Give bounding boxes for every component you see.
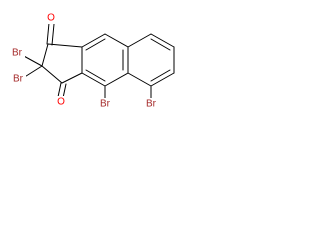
bond-c8-c7 xyxy=(150,33,175,48)
bonds xyxy=(21,22,175,100)
bromine-3: Br xyxy=(97,98,113,110)
bond-c1-o-top-b xyxy=(51,23,55,46)
bond-c6-c5-inner xyxy=(150,69,171,82)
bond-c2-br-1 xyxy=(21,54,43,67)
bond-c3-c3a xyxy=(61,72,83,84)
bond-c8a-c8 xyxy=(127,33,152,48)
bromine-4-label: Br xyxy=(146,99,157,110)
atom-labels: O O Br Br Br Br xyxy=(9,12,159,110)
bond-c3-o-bottom-a xyxy=(57,82,62,98)
oxygen-bottom-label: O xyxy=(57,97,65,108)
bond-c9a-c9 xyxy=(81,33,106,48)
bond-c1-o-top-a xyxy=(46,22,50,45)
bond-c2-c3 xyxy=(41,65,63,84)
bond-c9-c8a xyxy=(104,33,129,48)
bromine-1-label: Br xyxy=(12,48,23,59)
bond-c1-c2 xyxy=(41,43,49,67)
bond-c4a-c4 xyxy=(104,72,129,87)
oxygen-top-label: O xyxy=(47,13,55,24)
molecule-structure: O O Br Br Br Br xyxy=(9,12,175,110)
bond-c4-c3a xyxy=(81,72,106,87)
bond-c2-br-2 xyxy=(22,65,43,79)
bond-c6-c5 xyxy=(150,72,175,87)
bond-c8-c7-inner xyxy=(150,38,171,51)
bromine-1: Br xyxy=(9,47,25,59)
bromine-3-label: Br xyxy=(100,99,111,110)
oxygen-bottom: O xyxy=(55,96,67,108)
bond-c3-o-bottom-b xyxy=(62,83,67,99)
bromine-2-label: Br xyxy=(13,74,24,85)
bromine-4: Br xyxy=(143,98,159,110)
oxygen-top: O xyxy=(45,12,57,24)
bond-c9a-c9-inner xyxy=(85,38,106,51)
bond-c5-c4a xyxy=(127,72,152,87)
bond-c9a-c1 xyxy=(47,43,83,48)
bond-c4-c3a-inner xyxy=(85,69,106,82)
bromine-2: Br xyxy=(10,73,26,85)
